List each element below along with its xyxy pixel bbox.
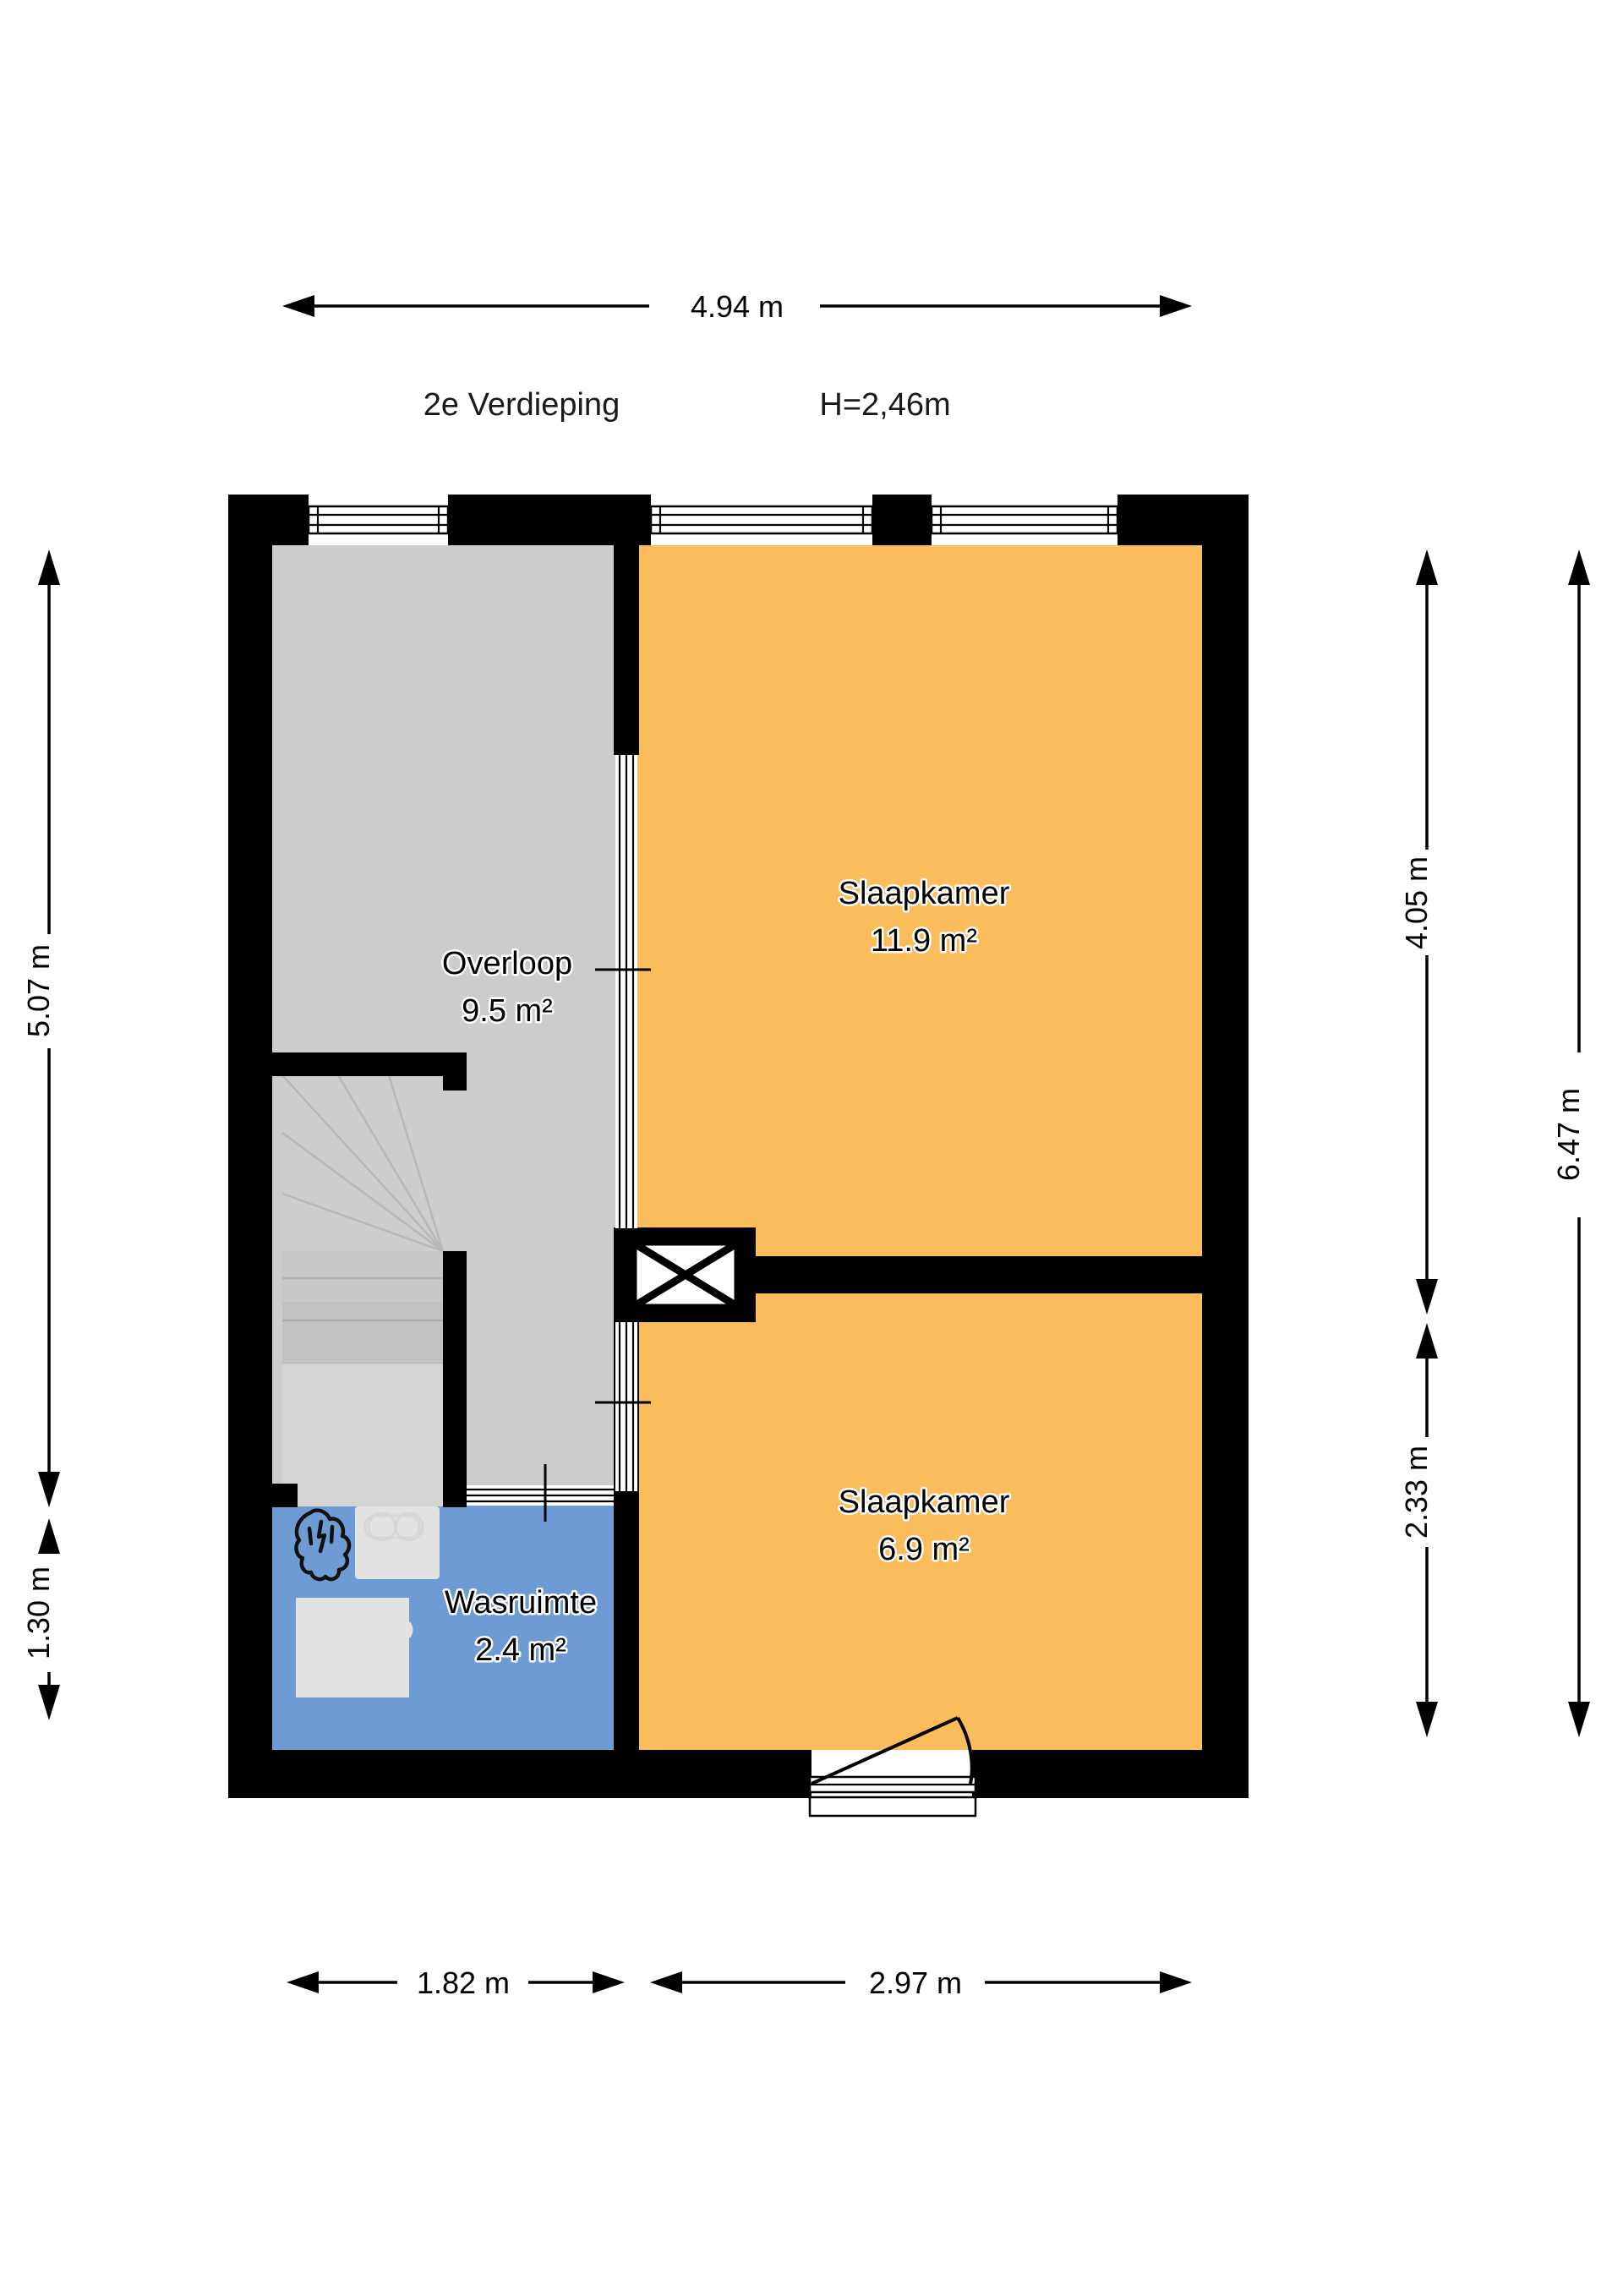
- window-top-2: [649, 505, 874, 535]
- dimension-left-label-1: 5.07 m: [21, 944, 56, 1037]
- cabinet-icon: [296, 1598, 413, 1697]
- room-label-slaapkamer2-area: 6.9 m²: [878, 1532, 970, 1567]
- door-bedroom2-exterior: [808, 1716, 977, 1818]
- wall-stair-top: [272, 1052, 467, 1076]
- wall-wasruimte-top-mid: [443, 1484, 467, 1507]
- room-fill-slaapkamer-1: [637, 545, 1202, 1264]
- dimension-right-233: 2.33 m: [1399, 1323, 1438, 1737]
- dimension-bottom-297: 2.97 m: [650, 1965, 1192, 2000]
- wall-divider-upper: [614, 545, 639, 755]
- closet-icon: [614, 1227, 756, 1322]
- room-label-wasruimte-area: 2.4 m²: [475, 1632, 566, 1668]
- wall-stair-right-lower: [443, 1251, 467, 1506]
- door-overloop-to-wasruimte: [467, 1464, 614, 1522]
- boiler-flame-icon: [294, 1508, 352, 1582]
- dimension-top: 4.94 m: [282, 289, 1192, 324]
- wall-right-exterior: [1202, 495, 1249, 1798]
- door-overloop-to-bedroom1: [595, 755, 651, 1228]
- window-top-3: [930, 505, 1119, 535]
- dimension-left-130: 1.30 m: [21, 1518, 60, 1720]
- wasruimte-fixtures: [294, 1506, 440, 1697]
- dimension-right-647: 6.47 m: [1551, 549, 1590, 1737]
- dimension-right-outer-label: 6.47 m: [1551, 1088, 1586, 1181]
- room-label-slaapkamer1-name: Slaapkamer: [839, 876, 1010, 911]
- wall-bottom-exterior: [228, 1750, 1249, 1798]
- room-label-overloop-name: Overloop: [442, 946, 572, 981]
- dimension-top-label: 4.94 m: [691, 289, 784, 324]
- dimension-right-405: 4.05 m: [1399, 549, 1438, 1315]
- room-fill-slaapkamer-2: [637, 1293, 1202, 1750]
- wall-wasruimte-top-left: [228, 1484, 298, 1507]
- wall-left-exterior: [228, 495, 272, 1798]
- dimension-right-inner-label-1: 4.05 m: [1399, 856, 1434, 949]
- room-labels: Overloop 9.5 m² Slaapkamer 11.9 m² Slaap…: [440, 874, 1012, 1670]
- room-fills: [272, 545, 1202, 1750]
- wall-stair-right-upper: [443, 1052, 467, 1091]
- dimension-left-label-2: 1.30 m: [21, 1566, 56, 1659]
- dimension-bottom-label-2: 2.97 m: [869, 1965, 962, 2000]
- dimension-left-507: 5.07 m: [21, 549, 60, 1507]
- ceiling-height-label: H=2,46m: [819, 387, 950, 423]
- wall-top-pier-3: [872, 495, 932, 545]
- page-title: 2e Verdieping: [424, 387, 620, 423]
- walls: [228, 495, 1249, 1798]
- room-label-slaapkamer2-name: Slaapkamer: [839, 1484, 1010, 1520]
- room-label-wasruimte-name: Wasruimte: [445, 1585, 597, 1621]
- door-overloop-to-bedroom2: [595, 1322, 651, 1491]
- dimension-bottom-label-1: 1.82 m: [417, 1965, 510, 2000]
- dimension-right-inner-label-2: 2.33 m: [1399, 1446, 1434, 1539]
- stairs-icon: [281, 1074, 445, 1506]
- washing-machine-icon: [355, 1506, 440, 1579]
- room-label-slaapkamer1-area: 11.9 m²: [871, 923, 977, 959]
- dimension-bottom-182: 1.82 m: [287, 1965, 625, 2000]
- room-label-overloop-area: 9.5 m²: [462, 993, 553, 1029]
- window-top-1: [307, 505, 450, 535]
- wall-top-pier-2: [448, 495, 651, 545]
- plan-title-group: 2e Verdieping H=2,46m: [424, 387, 951, 423]
